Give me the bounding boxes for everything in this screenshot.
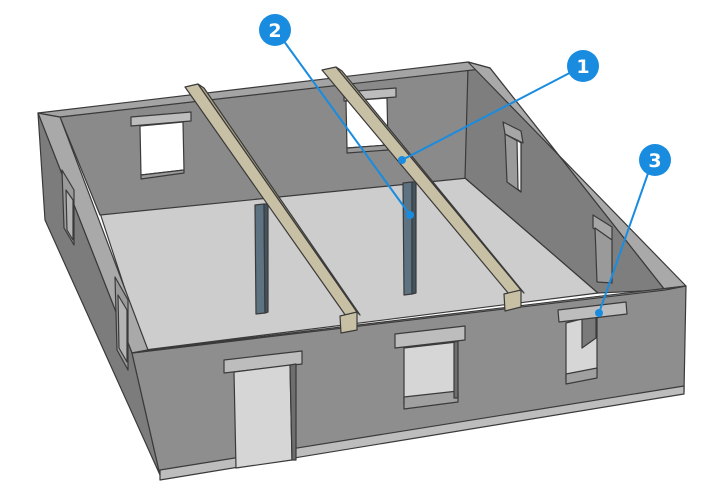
lintel [557,301,628,323]
callout-badge-1 [567,50,599,82]
column-left [254,203,266,315]
callout-number-2: 2 [268,20,281,42]
callout-1: 1 [398,50,599,164]
columns [254,181,417,315]
beams [184,66,525,334]
callout-number-3: 3 [648,150,661,172]
front-window-right [557,301,628,385]
left-wall-windows [61,169,129,371]
callout-badge-3 [639,144,671,176]
right-side-window [502,121,613,284]
callout-badge-2 [259,14,291,46]
column-right [402,181,413,296]
front-wall-top [131,285,687,354]
callout-number-1: 1 [576,56,589,78]
front-door [223,350,303,469]
callout-2: 2 [259,14,414,219]
front-window-middle [394,325,466,410]
callout-3: 3 [595,144,671,317]
